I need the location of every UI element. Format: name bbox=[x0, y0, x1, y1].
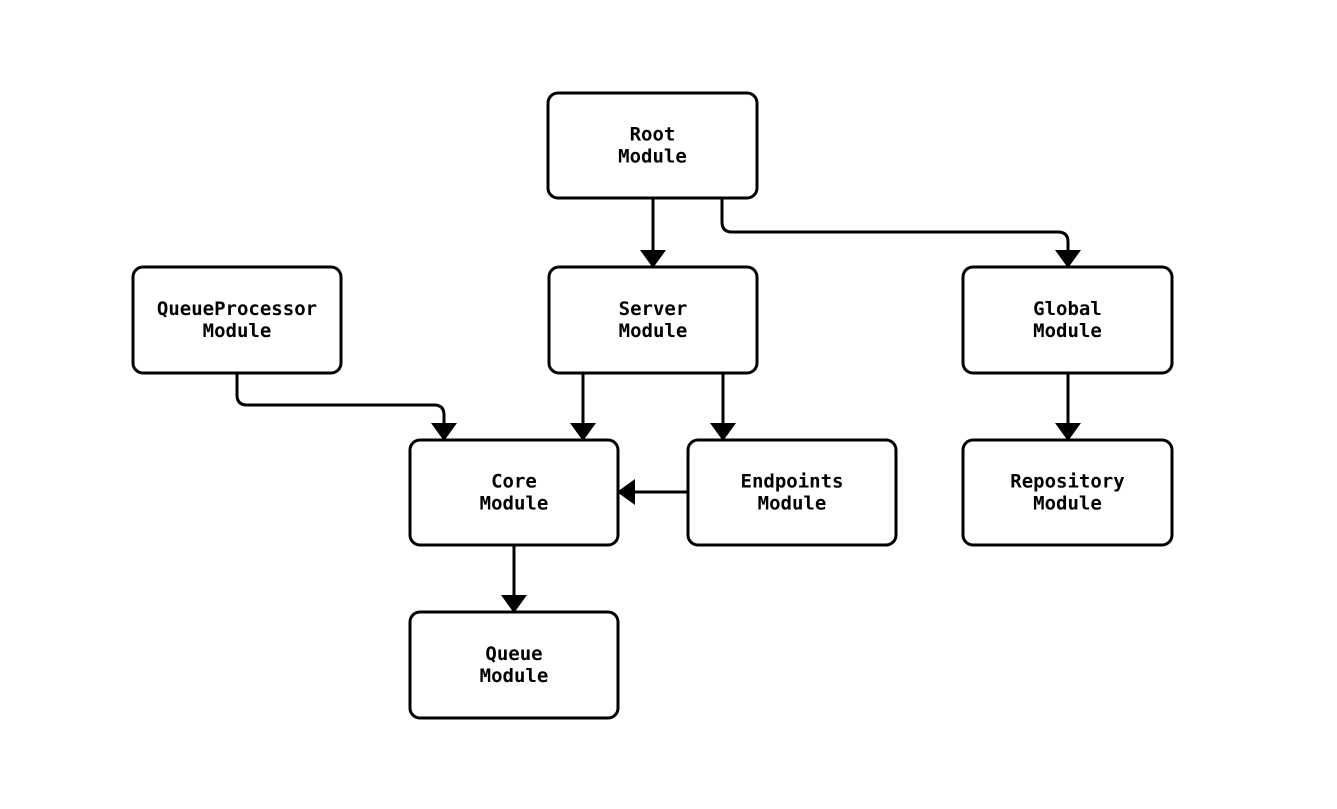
node-box-endpoints bbox=[686, 438, 898, 547]
edge-queueprocessor-core bbox=[235, 373, 457, 441]
node-box-root bbox=[546, 91, 759, 200]
node-box-queueprocessor bbox=[131, 265, 343, 375]
node-box-repository bbox=[961, 438, 1174, 547]
edge-root-global bbox=[720, 198, 1081, 268]
node-box-queue bbox=[408, 610, 620, 720]
node-box-core bbox=[408, 438, 620, 547]
node-box-global bbox=[961, 265, 1174, 375]
node-box-server bbox=[547, 265, 759, 375]
edges-layer bbox=[235, 198, 1081, 613]
